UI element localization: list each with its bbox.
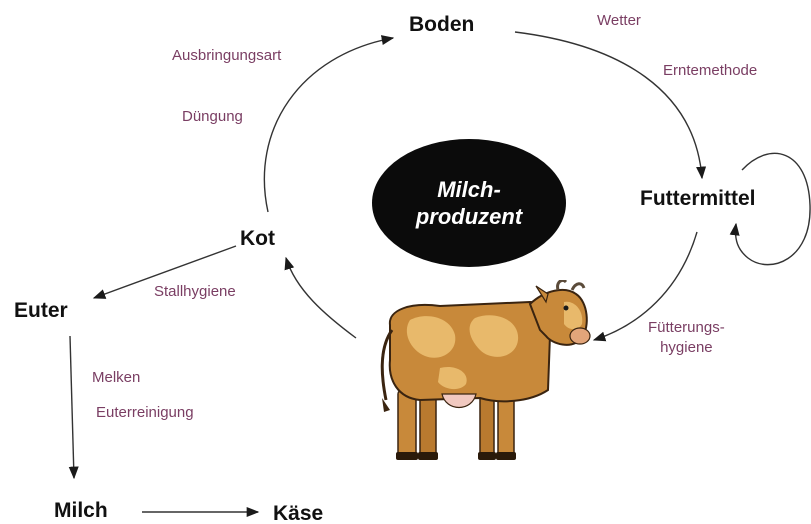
factor-stallhygiene: Stallhygiene bbox=[154, 282, 236, 302]
factor-fuetterungshygiene: Fütterungs- hygiene bbox=[648, 318, 725, 357]
factor-melken: Melken bbox=[92, 368, 140, 388]
node-boden: Boden bbox=[409, 14, 474, 35]
center-label-line2: produzent bbox=[416, 203, 522, 231]
center-label-line1: Milch- bbox=[437, 176, 501, 204]
factor-duengung: Düngung bbox=[182, 107, 243, 127]
node-euter: Euter bbox=[14, 300, 68, 321]
factor-wetter: Wetter bbox=[597, 11, 641, 31]
cow-icon bbox=[380, 280, 595, 465]
center-label: Milch- produzent bbox=[372, 139, 566, 267]
factor-ausbringungsart: Ausbringungsart bbox=[172, 46, 281, 66]
factor-euterreinigung: Euterreinigung bbox=[96, 403, 194, 423]
arrow-euter-to-milch bbox=[70, 336, 74, 478]
factor-fuetterungshygiene-line1: Fütterungs- bbox=[648, 318, 725, 338]
factor-erntemethode: Erntemethode bbox=[663, 61, 757, 81]
node-milch: Milch bbox=[54, 500, 108, 521]
node-futtermittel: Futtermittel bbox=[640, 188, 756, 209]
node-kaese: Käse bbox=[273, 503, 323, 524]
node-kot: Kot bbox=[240, 228, 275, 249]
factor-fuetterungshygiene-line2: hygiene bbox=[648, 338, 725, 358]
arrow-cow-to-kot bbox=[286, 258, 356, 338]
